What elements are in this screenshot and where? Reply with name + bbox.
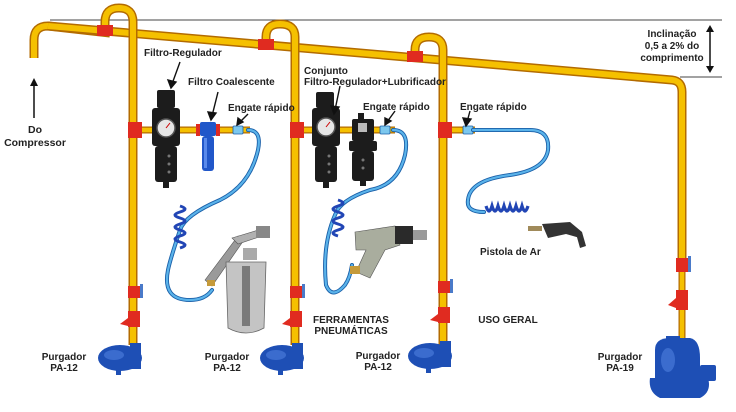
coiled-hose-section (173, 204, 187, 250)
hose-3 (465, 128, 551, 214)
label-quick-coupling-1: Engate rápido (228, 103, 295, 114)
drain-1-name: Purgador (42, 352, 87, 363)
tee-fitting (438, 122, 452, 138)
drain-assembly-4 (649, 256, 716, 398)
arrow-up-icon (30, 78, 38, 118)
tee-fitting (128, 122, 142, 138)
double-arrow-vertical-icon (706, 25, 714, 73)
drain-4-model: PA-19 (606, 363, 634, 374)
pneumatic-drill (350, 225, 427, 279)
label-slope-2: 0,5 a 2% do (645, 41, 699, 52)
label-slope-1: Inclinação (648, 29, 697, 40)
label-general-use: USO GERAL (478, 315, 537, 326)
main-header-pipe (29, 21, 687, 262)
label-from-compressor-2: Compressor (4, 137, 66, 149)
quick-coupling (379, 125, 391, 135)
label-coalescent-filter: Filtro Coalescente (188, 77, 275, 88)
drain-3-model: PA-12 (364, 362, 392, 373)
label-from-compressor-1: Do (28, 124, 42, 136)
tee-fitting (407, 51, 423, 62)
filter-regulator (152, 90, 180, 188)
tee-fitting (290, 122, 304, 138)
drain-1-model: PA-12 (50, 363, 78, 374)
coalescent-filter (196, 122, 220, 171)
lubricator (349, 113, 377, 186)
drain-2-name: Purgador (205, 352, 250, 363)
coiled-hose-section (331, 198, 345, 238)
label-quick-coupling-2: Engate rápido (363, 102, 430, 113)
label-slope-3: comprimento (640, 53, 703, 64)
label-assembly-1: Conjunto (304, 66, 348, 77)
drop-line-3 (407, 32, 448, 345)
branch-3 (438, 122, 475, 138)
branch-1 (128, 90, 250, 188)
hose-1 (165, 128, 261, 303)
drain-assembly-2 (260, 284, 305, 375)
label-quick-coupling-3: Engate rápido (460, 102, 527, 113)
label-filter-regulator: Filtro-Regulador (144, 48, 222, 59)
drop-line-1 (97, 3, 138, 345)
drain-4-name: Purgador (598, 352, 643, 363)
branch-2 (290, 92, 395, 188)
drain-2-model: PA-12 (213, 363, 241, 374)
quick-coupling (232, 125, 244, 135)
drop-line-2 (258, 19, 300, 345)
drain-assembly-1 (98, 284, 143, 375)
label-pneumatic-tools-2: PNEUMÁTICAS (314, 324, 388, 337)
drain-trap (649, 336, 716, 398)
tee-fitting (258, 39, 274, 50)
spray-gun (204, 226, 270, 334)
label-assembly-2: Filtro-Regulador+Lubrificador (304, 77, 446, 88)
label-air-gun: Pistola de Ar (480, 247, 541, 258)
tee-fitting (97, 25, 113, 36)
coiled-hose-section (484, 200, 530, 213)
air-blow-gun (528, 222, 586, 248)
label-pneumatic-tools-1: FERRAMENTAS (313, 315, 389, 326)
hose-2 (323, 128, 409, 295)
drain-assembly-3 (408, 279, 453, 373)
drain-3-name: Purgador (356, 351, 401, 362)
filter-regulator (312, 92, 340, 188)
pointer-arrows (166, 61, 473, 128)
